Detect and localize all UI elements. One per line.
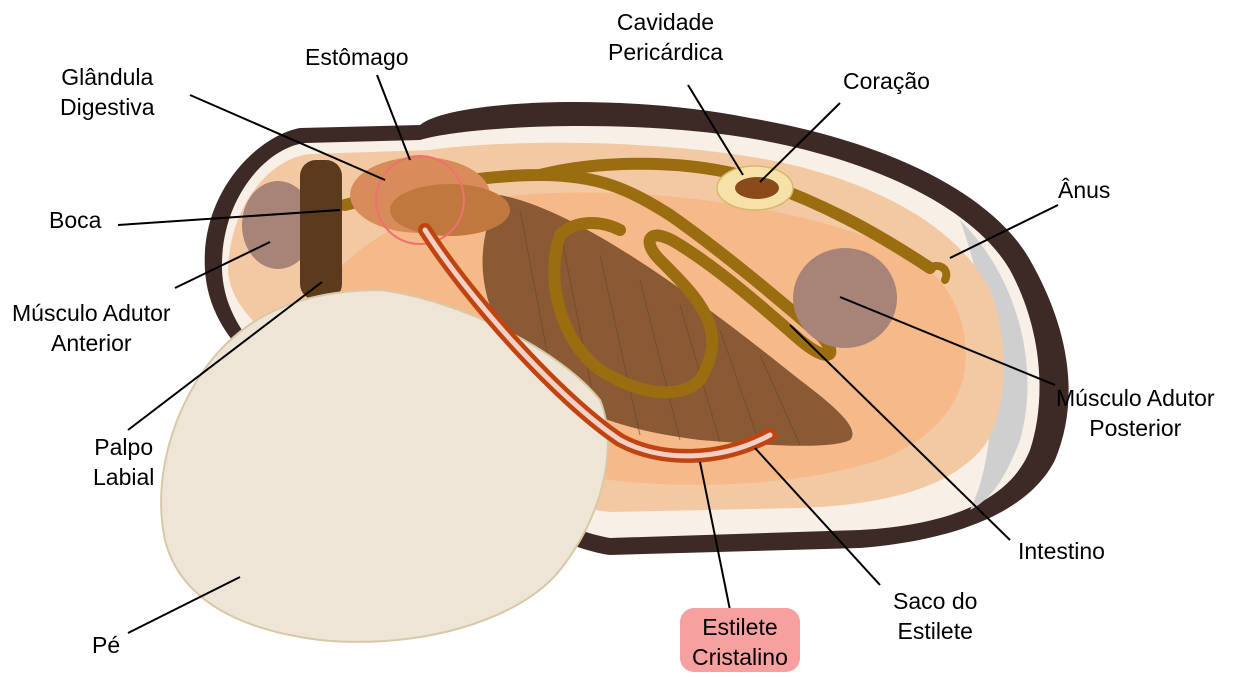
label-line: Estilete — [692, 612, 788, 642]
stomach — [390, 184, 510, 236]
label-line: Estilete — [893, 616, 977, 646]
label-line: Boca — [49, 205, 101, 235]
label-line: Saco do — [893, 586, 977, 616]
label-line: Pé — [92, 630, 120, 660]
label-line: Pericárdica — [608, 37, 723, 67]
label-line: Palpo — [93, 432, 154, 462]
label-coracao: Coração — [843, 66, 930, 96]
heart — [735, 177, 779, 199]
label-glandula-digestiva: Glândula Digestiva — [60, 62, 155, 122]
label-estomago: Estômago — [305, 42, 409, 72]
label-saco-do-estilete: Saco do Estilete — [893, 586, 977, 646]
label-estilete-cristalino: Estilete Cristalino — [680, 608, 800, 672]
label-pe: Pé — [92, 630, 120, 660]
label-line: Glândula — [60, 62, 155, 92]
label-line: Cavidade — [608, 7, 723, 37]
label-musculo-adutor-posterior: Músculo Adutor Posterior — [1056, 383, 1215, 443]
label-line: Ânus — [1058, 175, 1110, 205]
label-cavidade-pericardica: Cavidade Pericárdica — [608, 7, 723, 67]
label-line: Labial — [93, 462, 154, 492]
label-boca: Boca — [49, 205, 101, 235]
label-line: Posterior — [1056, 413, 1215, 443]
label-line: Músculo Adutor — [1056, 383, 1215, 413]
label-intestino: Intestino — [1018, 536, 1105, 566]
label-palpo-labial: Palpo Labial — [93, 432, 154, 492]
label-line: Coração — [843, 66, 930, 96]
label-line: Digestiva — [60, 92, 155, 122]
label-line: Músculo Adutor — [12, 298, 171, 328]
label-line: Anterior — [12, 328, 171, 358]
label-line: Estômago — [305, 42, 409, 72]
label-line: Intestino — [1018, 536, 1105, 566]
mouth-palp — [300, 160, 342, 300]
label-line: Cristalino — [692, 642, 788, 672]
label-musculo-adutor-anterior: Músculo Adutor Anterior — [12, 298, 171, 358]
label-anus: Ânus — [1058, 175, 1110, 205]
